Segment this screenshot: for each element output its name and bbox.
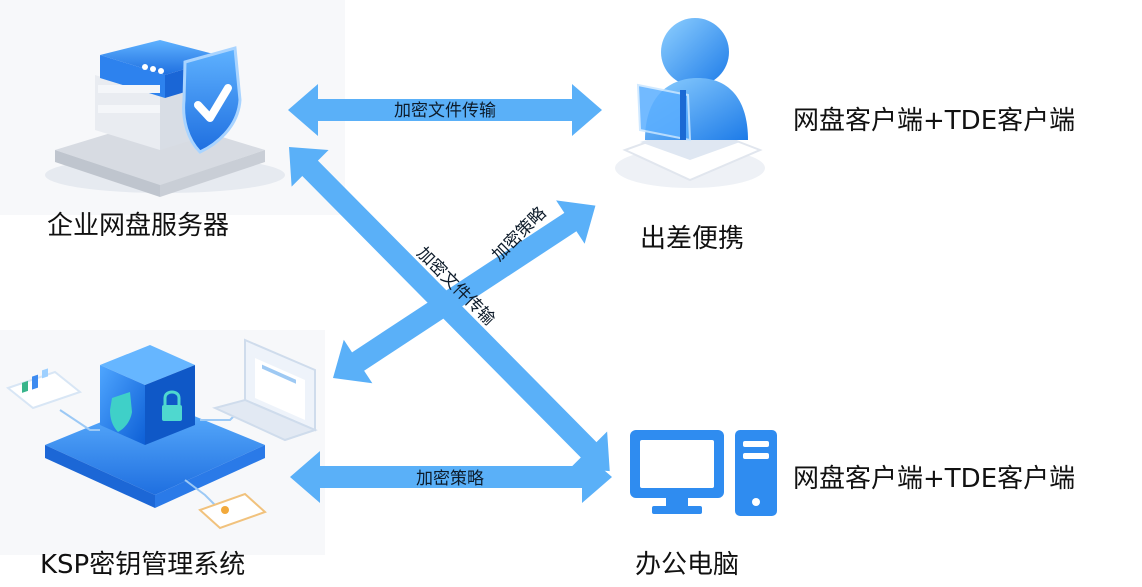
arrow-top [288, 84, 602, 136]
arrow-diag-up [333, 200, 596, 384]
arrow-bottom [290, 451, 612, 503]
ksp-label: KSP密钥管理系统 [40, 550, 246, 580]
ksp-icon [5, 338, 318, 530]
server-label: 企业网盘服务器 [47, 211, 230, 241]
travel-label: 出差便携 [640, 224, 745, 254]
arrow-bottom-label: 加密策略 [416, 469, 484, 489]
computer-icon [630, 430, 777, 516]
travel-client-label: 网盘客户端+TDE客户端 [793, 106, 1076, 136]
server-icon [45, 40, 285, 197]
arrow-top-label: 加密文件传输 [394, 101, 496, 121]
person-icon [615, 18, 765, 188]
office-client-label: 网盘客户端+TDE客户端 [793, 464, 1076, 494]
office-label: 办公电脑 [635, 550, 740, 580]
